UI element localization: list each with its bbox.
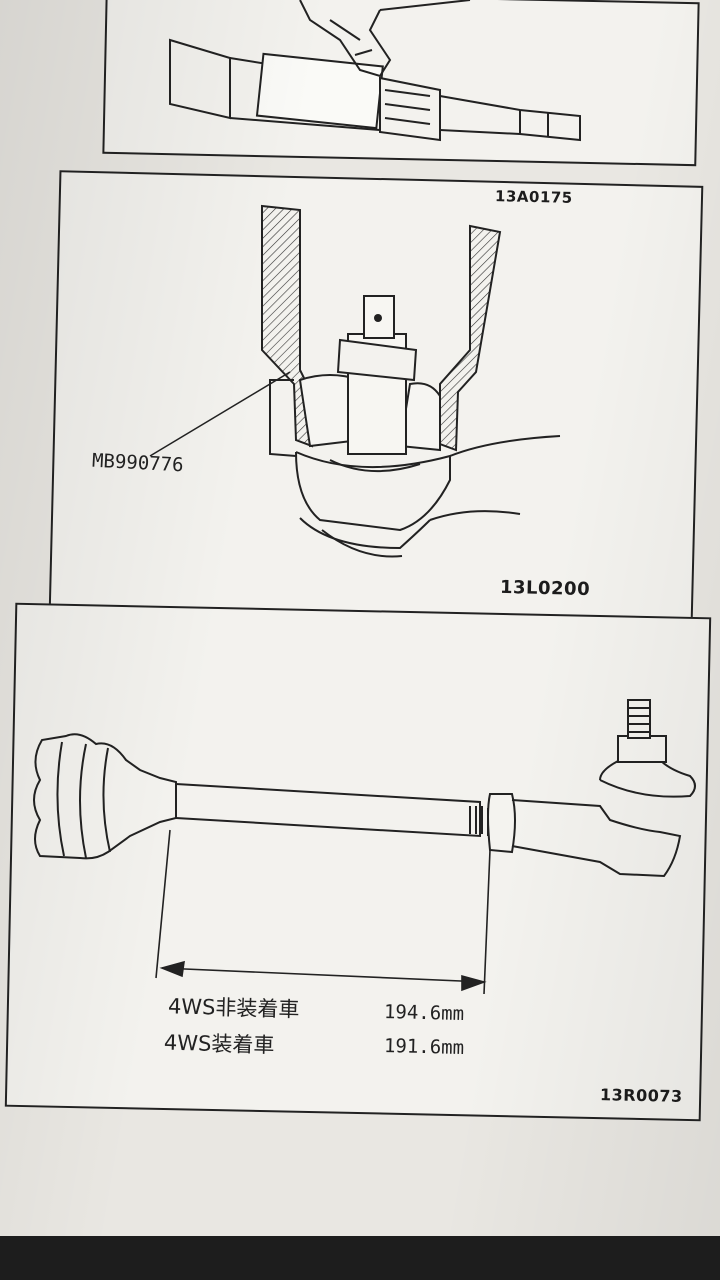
background-surface [0,1236,720,1280]
figure-id-13r0073: 13R0073 [599,1085,683,1106]
spec-value-without-4ws: 194.6mm [383,1000,465,1026]
figure-13r0073-drawing [33,699,696,878]
figure-13a0175-drawing [169,0,581,142]
dimension-lines [155,829,491,995]
spec-value-with-4ws: 191.6mm [383,1034,465,1060]
manual-page: 13A0175 13L0200 13R0073 MB990776 4WS非装着車… [0,0,720,1240]
tool-part-number-label: MB990776 [91,449,185,477]
illustrations [33,0,696,995]
figure-id-13a0175: 13A0175 [494,187,573,207]
figure-13l0200-drawing [149,204,561,558]
spec-label-without-4ws: 4WS非装着車 [167,994,300,1022]
figure-id-13l0200: 13L0200 [499,576,591,601]
spec-label-with-4ws: 4WS装着車 [163,1030,275,1058]
